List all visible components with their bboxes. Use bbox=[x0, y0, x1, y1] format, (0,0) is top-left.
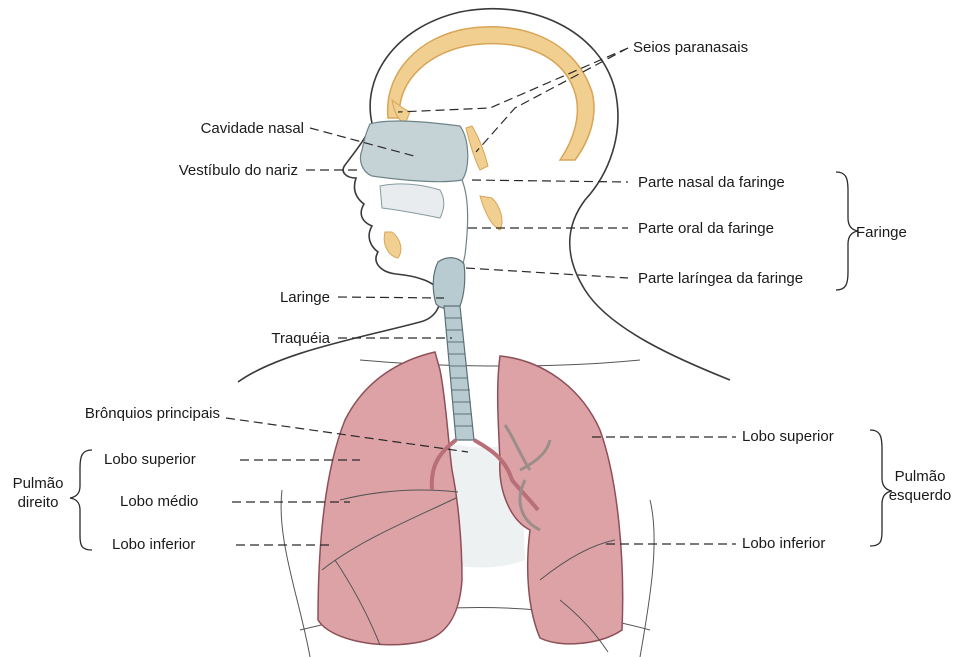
leader-parte-laringea bbox=[466, 268, 628, 278]
pulmao-direito-brace bbox=[70, 450, 92, 550]
label-lobo-superior-esquerdo: Lobo superior bbox=[742, 428, 834, 445]
label-vestibulo-nariz: Vestíbulo do nariz bbox=[179, 162, 298, 179]
label-lobo-medio: Lobo médio bbox=[120, 493, 198, 510]
lungs bbox=[318, 352, 623, 652]
label-pulmao-direito-line2: direito bbox=[18, 494, 59, 511]
label-parte-oral-faringe: Parte oral da faringe bbox=[638, 220, 774, 237]
leader-seios-2 bbox=[476, 48, 628, 152]
label-pulmao-esquerdo-line2: esquerdo bbox=[889, 487, 952, 504]
leader-parte-nasal bbox=[472, 180, 628, 182]
right-lung bbox=[318, 352, 462, 645]
label-bronquios-principais: Brônquios principais bbox=[85, 405, 220, 422]
label-lobo-inferior-direito: Lobo inferior bbox=[112, 536, 195, 553]
label-pulmao-direito-line1: Pulmão bbox=[13, 475, 64, 492]
label-lobo-inferior-esquerdo: Lobo inferior bbox=[742, 535, 825, 552]
label-parte-laringea-faringe: Parte laríngea da faringe bbox=[638, 270, 803, 287]
label-traqueia: Traquéia bbox=[271, 330, 330, 347]
label-parte-nasal-faringe: Parte nasal da faringe bbox=[638, 174, 785, 191]
faringe-brace bbox=[836, 172, 858, 290]
label-pulmao-esquerdo-line1: Pulmão bbox=[895, 468, 946, 485]
label-seios-paranasais: Seios paranasais bbox=[633, 39, 748, 56]
label-laringe: Laringe bbox=[280, 289, 330, 306]
label-faringe: Faringe bbox=[856, 224, 907, 241]
label-cavidade-nasal: Cavidade nasal bbox=[201, 120, 304, 137]
label-lobo-superior-direito: Lobo superior bbox=[104, 451, 196, 468]
leader-laringe bbox=[338, 297, 444, 298]
